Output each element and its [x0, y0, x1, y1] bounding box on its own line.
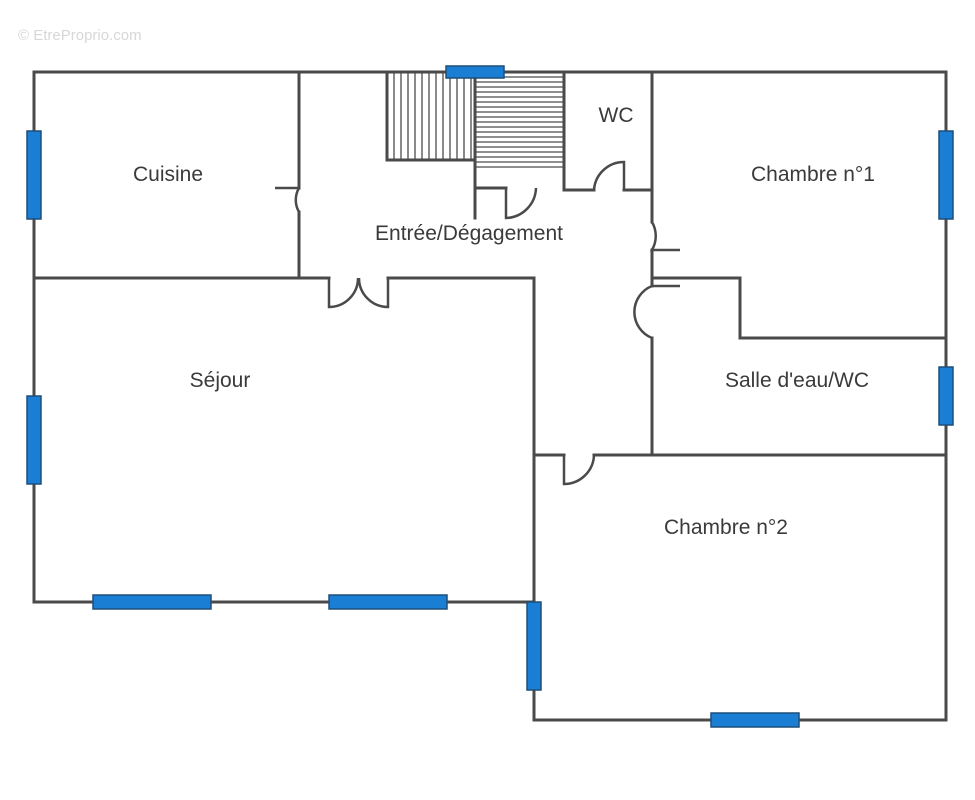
- door-stairs: [504, 187, 538, 220]
- door-sejour-right: [357, 277, 390, 309]
- door-chambre1: [649, 221, 680, 252]
- room-label-salle-eau: Salle d'eau/WC: [725, 369, 869, 392]
- room-label-cuisine: Cuisine: [133, 163, 203, 186]
- window-sejour-bottom-1: [92, 594, 212, 610]
- door-salle-eau: [633, 284, 680, 340]
- window-sejour-left: [26, 395, 42, 485]
- door-cuisine-arc: [294, 187, 301, 213]
- window-chambre2-bottom: [710, 712, 800, 728]
- window-salle-eau: [938, 366, 954, 426]
- windows: [26, 65, 954, 728]
- doors: [275, 160, 680, 486]
- staircase: [393, 72, 564, 168]
- window-chambre2-left: [526, 601, 542, 691]
- room-label-entree: Entrée/Dégagement: [375, 222, 563, 245]
- window-top: [445, 65, 505, 79]
- room-label-wc: WC: [599, 104, 634, 127]
- door-sejour-left: [327, 277, 360, 309]
- door-wc: [592, 160, 626, 191]
- room-labels: Cuisine Entrée/Dégagement WC Chambre n°1…: [133, 104, 875, 539]
- window-sejour-bottom-2: [328, 594, 448, 610]
- room-label-chambre2: Chambre n°2: [664, 516, 788, 539]
- wall-chambre1-bottom: [650, 276, 948, 340]
- window-chambre1: [938, 130, 954, 220]
- window-cuisine: [26, 130, 42, 220]
- room-label-sejour: Séjour: [190, 369, 251, 392]
- door-chambre2: [562, 454, 596, 486]
- room-label-chambre1: Chambre n°1: [751, 163, 875, 186]
- watermark: © EtreProprio.com: [18, 27, 142, 44]
